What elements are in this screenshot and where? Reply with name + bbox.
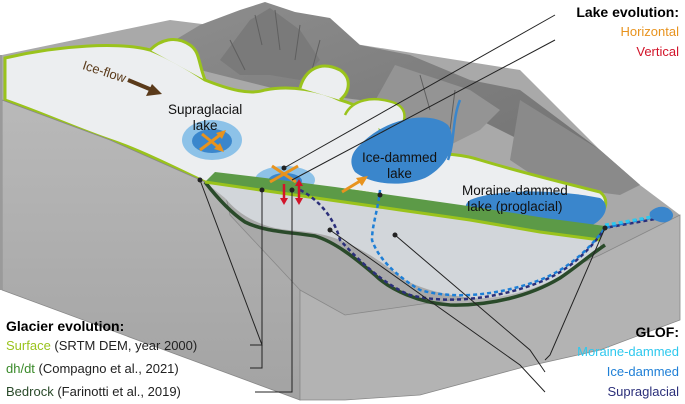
lake-vertical-label: Vertical [636, 44, 679, 59]
supraglacial-lake-label-line1: Supraglacial [168, 102, 243, 117]
cross-section [203, 172, 606, 307]
dhdt-legend: dh/dt (Compagno et al., 2021) [6, 361, 179, 376]
bedrock-source: (Farinotti et al., 2019) [53, 384, 181, 399]
ice-dammed-lake-label: Ice-dammed lake [362, 150, 437, 182]
lake-evolution-arrows [199, 130, 368, 205]
bedrock-legend: Bedrock (Farinotti et al., 2019) [6, 384, 181, 399]
glof-ice-dammed-path [370, 189, 661, 297]
bedrock-line [203, 180, 606, 307]
ice-dammed-lake-label-line2: lake [387, 166, 412, 181]
leader-dots [197, 165, 608, 238]
glacier-evolution-title: Glacier evolution: [6, 318, 125, 334]
dhdt-key: dh/dt [6, 361, 35, 376]
surface-legend: Surface (SRTM DEM, year 2000) [6, 338, 197, 353]
ice-flow-arrow [127, 78, 162, 96]
block-front-left-face [1, 99, 301, 401]
dhdt-band [205, 172, 605, 240]
ice-dammed-lake-label-line1: Ice-dammed [362, 150, 438, 165]
supraglacial-lake-label: Supraglacial lake [168, 102, 242, 134]
vertical-arrows [282, 184, 301, 200]
dhdt-source: (Compagno et al., 2021) [34, 361, 179, 376]
moraine-lake-label: Moraine-dammed lake (proglacial) [462, 183, 568, 215]
lake-horizontal-label: Horizontal [620, 24, 679, 39]
moraine-lake-label-line1: Moraine-dammed [462, 183, 568, 198]
bedrock-key: Bedrock [6, 384, 54, 399]
leader-lines [199, 14, 606, 393]
ice-section [205, 182, 600, 299]
surface-key: Surface [6, 338, 51, 353]
glacier-stream [446, 99, 462, 161]
glof-supra-label: Supraglacial [607, 384, 679, 399]
surface-source: (SRTM DEM, year 2000) [50, 338, 198, 353]
lake-evolution-title: Lake evolution: [576, 4, 679, 20]
ice-dammed-lake [351, 117, 453, 184]
horizontal-arrows-small-lake [269, 164, 299, 184]
glof-moraine-label: Moraine-dammed [577, 344, 679, 359]
outflow-splash [649, 206, 674, 223]
glof-title: GLOF: [635, 324, 679, 340]
moraine-lake-label-line2: lake (proglacial) [467, 199, 563, 214]
block-left-side [0, 55, 2, 290]
supraglacial-lake-label-line2: lake [192, 118, 218, 133]
glof-ice-label: Ice-dammed [606, 364, 679, 379]
